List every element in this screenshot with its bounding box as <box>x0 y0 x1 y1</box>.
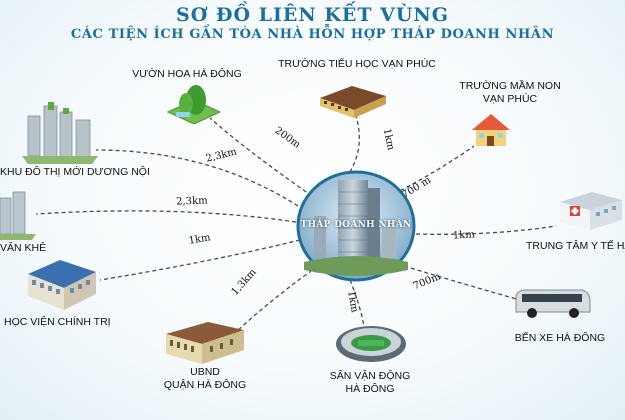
distance-label-ubnd: 1,3km <box>230 267 260 298</box>
distance-label-san-van-dong: 1km <box>345 290 360 314</box>
kindergarten-icon <box>472 114 510 146</box>
government-building-icon <box>166 322 244 364</box>
label-van-khe: VĂN KHÊ <box>0 242 47 254</box>
label-truong-tieu-hoc: TRƯỜNG TIỂU HỌC VẠN PHÚC <box>278 58 436 70</box>
label-hoc-vien: HỌC VIỆN CHÍNH TRỊ <box>4 316 111 328</box>
hospital-icon <box>560 192 622 230</box>
center-label: THÁP DOANH NHÂN <box>300 220 412 230</box>
distance-label-ben-xe: 700m <box>412 271 443 292</box>
distance-label-y-te: 1km <box>453 229 476 241</box>
link-line-truong-tieu-hoc <box>345 115 360 179</box>
link-line-ubnd <box>233 265 319 335</box>
link-line-san-van-dong <box>349 279 365 327</box>
distance-label-do-thi-duong-noi: 2,3km <box>205 146 239 164</box>
link-line-vuon-hoa <box>209 117 313 197</box>
link-line-hoc-vien <box>99 239 301 281</box>
park-icon <box>166 85 222 124</box>
distance-label-truong-tieu-hoc: 1km <box>381 128 396 152</box>
stadium-icon <box>336 326 406 362</box>
distance-label-hoc-vien: 1km <box>188 232 212 247</box>
school-icon <box>320 86 386 118</box>
label-y-te: TRUNG TÂM Y TẾ HÀ ĐÔNG <box>526 240 625 252</box>
distance-label-vuon-hoa: 200m <box>273 125 303 151</box>
link-line-do-thi-duong-noi <box>95 149 299 207</box>
link-line-van-khe <box>35 210 297 223</box>
city-towers-icon <box>22 102 98 164</box>
label-vuon-hoa: VƯỜN HOA HÀ ĐÔNG <box>132 68 242 80</box>
link-line-ben-xe <box>403 265 521 301</box>
academy-icon <box>28 260 96 310</box>
link-line-y-te <box>415 225 557 235</box>
diagram-title: SƠ ĐỒ LIÊN KẾT VÙNG <box>175 4 450 26</box>
title-block: SƠ ĐỒ LIÊN KẾT VÙNG CÁC TIỆN ÍCH GẦN TÒA… <box>0 0 625 46</box>
apartment-towers-icon <box>0 191 36 240</box>
label-ben-xe: BẾN XE HÀ ĐÔNG <box>514 332 606 344</box>
distance-label-van-khe: 2,3km <box>176 195 208 207</box>
label-do-thi-duong-noi: KHU ĐÔ THỊ MỚI DƯƠNG NỘI <box>0 166 150 178</box>
bus-icon <box>515 289 591 318</box>
diagram-subtitle: CÁC TIỆN ÍCH GẦN TÒA NHÀ HỖN HỢP THÁP DO… <box>70 27 555 42</box>
center-building-icon <box>296 170 416 282</box>
link-line-mam-non <box>393 145 475 195</box>
